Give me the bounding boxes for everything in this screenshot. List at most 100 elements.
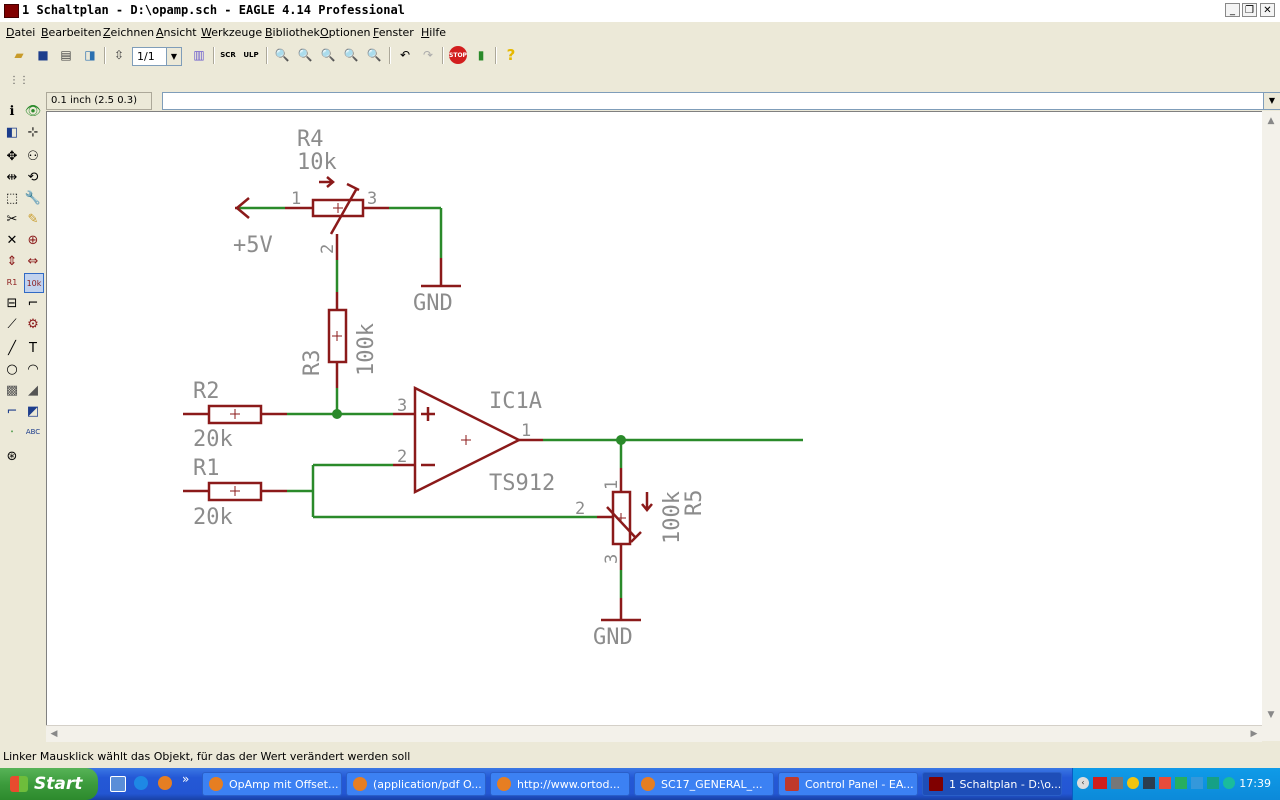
junction-icon[interactable]: ⋅ [9, 424, 15, 440]
add-icon[interactable]: ⊕ [27, 232, 39, 248]
wire-icon[interactable]: ╱ [8, 340, 16, 356]
quicklaunch-desktop-icon[interactable] [110, 776, 126, 792]
bus-icon[interactable]: ⌐ [6, 403, 18, 419]
menu-datei[interactable]: Datei [6, 26, 36, 39]
invoke-icon[interactable]: ⚙ [27, 316, 39, 332]
delete-icon[interactable]: ✕ [6, 232, 18, 248]
tray-wifi-icon[interactable] [1175, 777, 1187, 789]
menu-ansicht[interactable]: Ansicht [156, 26, 197, 39]
clock[interactable]: 17:39 [1239, 777, 1271, 790]
miter-icon[interactable]: ⌐ [27, 295, 39, 311]
ulp-icon[interactable]: ULP [243, 51, 259, 59]
show-icon[interactable]: 👁 [24, 103, 42, 119]
task-button-2[interactable]: (application/pdf O... [346, 772, 486, 796]
circle-icon[interactable]: ○ [6, 361, 18, 377]
schematic-canvas[interactable]: R4 10k 1 3 2 +5V GND R3 100k R2 20k R1 2… [46, 111, 1280, 726]
undo-icon[interactable]: ↶ [399, 48, 411, 62]
tray-network-icon[interactable] [1127, 777, 1139, 789]
zoom-select-icon[interactable]: 🔍 [366, 48, 382, 62]
group-icon[interactable]: ⬚ [5, 190, 19, 206]
zoom-fit-icon[interactable]: 🔍 [274, 48, 290, 62]
mirror-icon[interactable]: ⇹ [6, 169, 18, 185]
arc-icon[interactable]: ◠ [27, 361, 39, 377]
task-button-1[interactable]: OpAmp mit Offset... [202, 772, 342, 796]
rect-icon[interactable]: ▩ [5, 382, 19, 398]
command-input[interactable] [162, 92, 1264, 110]
use-library-icon[interactable]: ▥ [193, 48, 205, 62]
minimize-button[interactable]: _ [1225, 3, 1240, 17]
task-button-5[interactable]: Control Panel - EA... [778, 772, 918, 796]
grid-icon[interactable]: ⋮⋮ [9, 74, 29, 86]
horizontal-scrollbar[interactable]: ◀ ▶ [46, 725, 1262, 742]
command-history-dropdown[interactable]: ▼ [1263, 92, 1280, 110]
zoom-in-icon[interactable]: 🔍 [297, 48, 313, 62]
menu-bibliothek[interactable]: Bibliothek [265, 26, 320, 39]
net-icon[interactable]: ◩ [26, 403, 40, 419]
restore-button[interactable]: ❐ [1242, 3, 1257, 17]
task-button-4[interactable]: SC17_GENERAL_... [634, 772, 774, 796]
display-layers-icon[interactable]: ◧ [5, 124, 19, 140]
task-button-6[interactable]: 1 Schaltplan - D:\o... [922, 772, 1062, 796]
tray-monitor-icon[interactable] [1143, 777, 1155, 789]
go-icon[interactable]: ▮ [477, 48, 485, 62]
scroll-left-icon[interactable]: ◀ [50, 729, 58, 739]
menu-werkzeuge[interactable]: Werkzeuge [201, 26, 263, 39]
name-icon[interactable]: R1 [6, 277, 18, 287]
cam-icon[interactable]: ◨ [84, 48, 96, 62]
open-icon[interactable]: ▰ [14, 48, 24, 62]
tray-volume-icon[interactable] [1111, 777, 1123, 789]
start-button[interactable]: Start [0, 768, 98, 800]
close-button[interactable]: ✕ [1260, 3, 1275, 17]
eagle-app-icon[interactable] [4, 4, 19, 18]
polygon-icon[interactable]: ◢ [28, 382, 38, 398]
change-icon[interactable]: 🔧 [24, 190, 42, 206]
copy-icon[interactable]: ⚇ [27, 148, 39, 164]
script-icon[interactable]: SCR [220, 51, 236, 59]
stop-icon[interactable]: STOP [449, 46, 467, 64]
erc-icon[interactable]: ⊛ [6, 448, 18, 464]
help-icon[interactable]: ? [506, 46, 516, 64]
menu-zeichnen[interactable]: Zeichnen [103, 26, 155, 39]
value-icon[interactable]: 10k [24, 273, 44, 293]
gateswap-icon[interactable]: ⇔ [27, 253, 39, 269]
redraw-icon[interactable]: 🔍 [343, 48, 359, 62]
tray-bluetooth-icon[interactable] [1191, 777, 1203, 789]
sheet-select[interactable]: 1/1 ▼ [132, 47, 182, 66]
vertical-scrollbar[interactable]: ▲ ▼ [1262, 111, 1280, 741]
tray-update-icon[interactable] [1223, 777, 1235, 789]
menu-bearbeiten[interactable]: Bearbeiten [41, 26, 102, 39]
quicklaunch-more-icon[interactable]: » [182, 772, 190, 786]
schematic-drawing[interactable]: R4 10k 1 3 2 +5V GND R3 100k R2 20k R1 2… [47, 112, 1280, 726]
scroll-up-icon[interactable]: ▲ [1267, 116, 1275, 126]
tray-security-icon[interactable] [1159, 777, 1171, 789]
scroll-down-icon[interactable]: ▼ [1267, 710, 1275, 720]
menu-optionen[interactable]: Optionen [320, 26, 371, 39]
menu-fenster[interactable]: Fenster [373, 26, 414, 39]
print-icon[interactable]: ▤ [60, 48, 72, 62]
pinswap-icon[interactable]: ⇕ [6, 253, 18, 269]
quicklaunch-firefox-icon[interactable] [158, 776, 172, 790]
info-icon[interactable]: ℹ [9, 103, 15, 119]
scroll-right-icon[interactable]: ▶ [1250, 729, 1258, 739]
label-icon[interactable]: ABC [25, 428, 41, 436]
tray-app-icon[interactable] [1207, 777, 1219, 789]
zoom-out-icon[interactable]: 🔍 [320, 48, 336, 62]
cut-icon[interactable]: ✂ [6, 211, 18, 227]
tray-ati-icon[interactable] [1093, 777, 1107, 789]
split-icon[interactable]: ⟋ [7, 316, 17, 332]
mark-icon[interactable]: ⊹ [27, 124, 39, 140]
quicklaunch-ie-icon[interactable] [134, 776, 148, 790]
tray-expand-icon[interactable]: ‹ [1077, 777, 1089, 789]
save-icon[interactable]: ■ [37, 48, 49, 62]
text-icon[interactable]: T [29, 340, 37, 356]
chevron-down-icon[interactable]: ▼ [166, 48, 181, 65]
move-icon[interactable]: ✥ [6, 148, 18, 164]
sheet-icon[interactable]: ⇳ [113, 48, 125, 62]
smash-icon[interactable]: ⊟ [6, 295, 18, 311]
redo-icon[interactable]: ↷ [422, 48, 434, 62]
r3-value: 100k [354, 323, 379, 376]
paste-icon[interactable]: ✎ [27, 211, 39, 227]
rotate-icon[interactable]: ⟲ [27, 169, 39, 185]
menu-hilfe[interactable]: Hilfe [421, 26, 447, 39]
task-button-3[interactable]: http://www.ortod... [490, 772, 630, 796]
